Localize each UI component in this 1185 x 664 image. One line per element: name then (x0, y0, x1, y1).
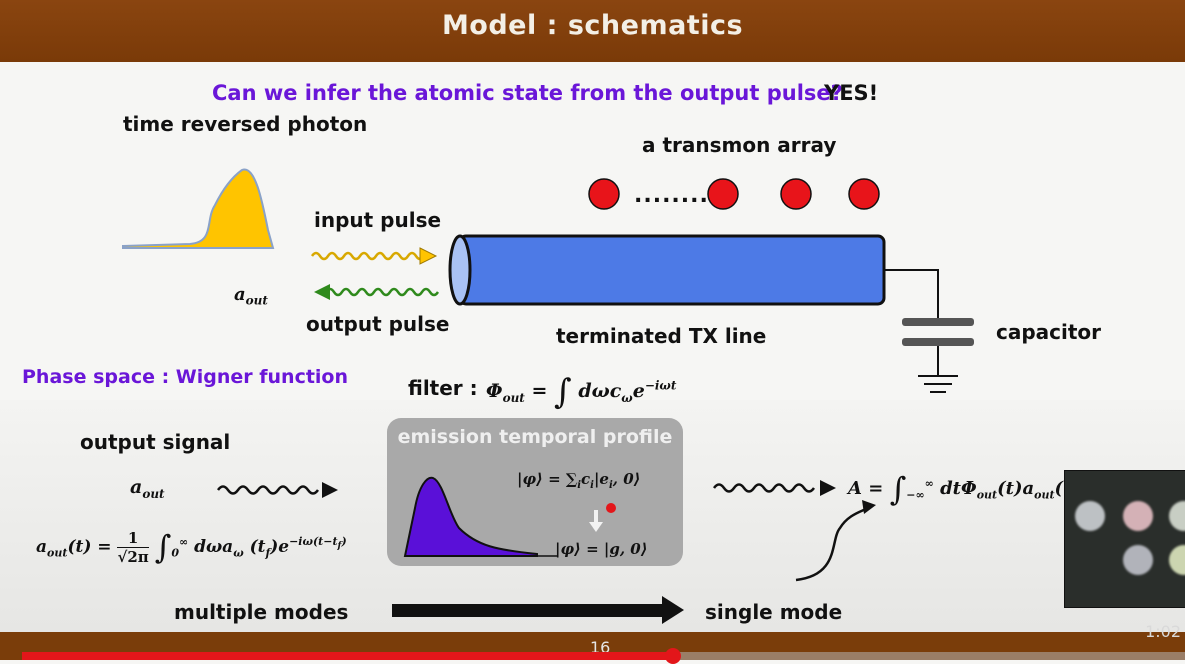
participant-tile-1 (1075, 501, 1105, 531)
profile-curve (403, 476, 538, 557)
input-arrowhead (419, 247, 438, 265)
a-out-symbol: aout (234, 284, 268, 308)
pointer-dot-icon (606, 503, 616, 513)
filter-label: filter : (408, 376, 478, 400)
a-out-formula: aout(t) = 1√2π ∫0∞ dωaω (tf)e−iω(t−tf) (36, 528, 347, 566)
psi-final-formula: |φ⟩ = |g, 0⟩ (555, 540, 648, 558)
signal-wave-left (216, 485, 320, 495)
schematic-diagram (122, 168, 974, 624)
time-reversed-photon-label: time reversed photon (123, 112, 368, 136)
qubit-dot-3 (780, 178, 812, 210)
filter-formula: Φout = ∫ dωcωe−iωt (486, 372, 677, 412)
capacitor-plate-top (902, 318, 974, 326)
output-arrowhead (314, 284, 330, 300)
mode-arrowhead (662, 596, 684, 624)
tx-line-body (458, 234, 886, 306)
qubit-dot-2 (707, 178, 739, 210)
answer-text: YES! (824, 81, 879, 105)
video-timer: 1:02 (1145, 622, 1181, 641)
emission-profile-plot (403, 476, 616, 557)
signal-arrowhead-right (820, 480, 836, 496)
transmon-array-label: a transmon array (642, 133, 837, 157)
slide-title: Model : schematics (441, 10, 744, 41)
array-ellipsis: ........ (634, 183, 709, 208)
video-thumbnail-icon[interactable] (1064, 470, 1185, 608)
input-wave (310, 251, 426, 261)
participant-tile-3 (1169, 501, 1185, 531)
phase-space-label: Phase space : Wigner function (22, 366, 349, 388)
signal-arrowhead-left (322, 482, 338, 498)
psi-sum-formula: |φ⟩ = ∑ici|ei, 0⟩ (517, 470, 641, 491)
video-progress-knob[interactable] (665, 648, 682, 664)
signal-wave-right (712, 483, 816, 493)
qubit-dot-4 (848, 178, 880, 210)
participant-tile-2 (1123, 501, 1153, 531)
output-pulse-label: output pulse (306, 312, 450, 336)
single-mode-label: single mode (705, 600, 843, 624)
multiple-modes-label: multiple modes (174, 600, 349, 624)
video-progress-bar[interactable] (22, 648, 1185, 664)
capacitor-label: capacitor (996, 320, 1102, 344)
video-progress-fill (22, 652, 674, 660)
tx-line-label: terminated TX line (556, 324, 767, 348)
output-wave (324, 287, 440, 297)
emission-profile-title: emission temporal profile (397, 426, 673, 448)
slide-title-bar: Model : schematics (0, 0, 1185, 62)
question-text: Can we infer the atomic state from the o… (212, 81, 843, 105)
down-arrow-icon (589, 522, 603, 532)
curved-arrow (795, 506, 869, 582)
participant-tile-4 (1123, 545, 1153, 575)
A-formula: A = ∫−∞∞ dtΦout(t)aout(t) (848, 470, 1080, 508)
emission-profile-panel: emission temporal profile |φ⟩ = ∑ici|ei,… (387, 418, 683, 566)
capacitor-plate-bottom (902, 338, 974, 346)
tx-line-end (448, 234, 472, 306)
mode-arrow-shaft (392, 604, 664, 617)
qubit-dot-1 (588, 178, 620, 210)
output-signal-label: output signal (80, 430, 231, 454)
participant-tile-5 (1169, 545, 1185, 575)
input-pulse-label: input pulse (314, 208, 442, 232)
a-out-lower: aout (130, 476, 165, 501)
photon-pulse-shape (122, 168, 275, 249)
